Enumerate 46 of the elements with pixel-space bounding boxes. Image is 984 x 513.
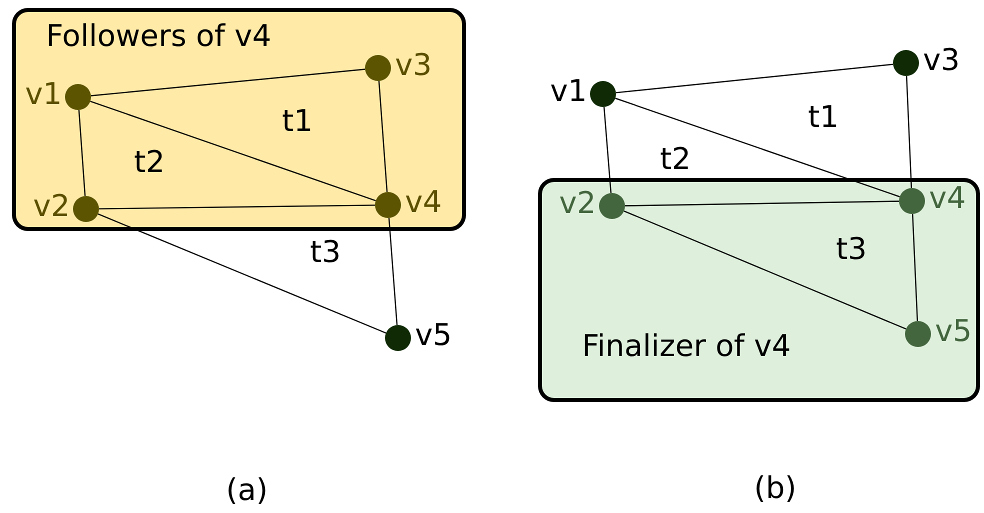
- graph-edge: [378, 80, 388, 192]
- vertex-dot: [599, 193, 625, 219]
- vertex-label: v3: [923, 44, 960, 78]
- region-box: [12, 8, 466, 231]
- region-box: [538, 178, 980, 402]
- graph-edge: [603, 106, 612, 194]
- graph-edge: [90, 100, 376, 202]
- region-title: Finalizer of v4: [582, 330, 791, 364]
- graph-edge: [616, 64, 894, 94]
- graph-edge: [99, 204, 375, 210]
- graph-edge: [78, 110, 86, 196]
- vertex-label: v5: [935, 315, 972, 349]
- vertex-label: v3: [395, 49, 432, 83]
- face-label: t2: [134, 146, 165, 180]
- graph-edge: [388, 218, 398, 326]
- face-label: t3: [310, 236, 341, 270]
- vertex-dot: [375, 192, 401, 218]
- vertex-dot: [73, 196, 99, 222]
- vertex-dot: [385, 325, 411, 351]
- graph-edge: [906, 76, 912, 188]
- graph-edge: [624, 210, 906, 330]
- vertex-dot: [365, 55, 391, 81]
- vertex-dot: [65, 84, 91, 110]
- vertex-label: v2: [33, 190, 70, 224]
- graph-edge: [624, 200, 900, 206]
- graph-edge: [615, 98, 900, 198]
- vertex-dot: [893, 50, 919, 76]
- graph-edge: [912, 214, 918, 322]
- vertex-label: v4: [929, 182, 966, 216]
- vertex-label: v1: [550, 75, 587, 109]
- vertex-label: v1: [25, 78, 62, 112]
- vertex-label: v4: [405, 186, 442, 220]
- face-label: t1: [282, 105, 313, 139]
- panel-label: (b): [754, 472, 796, 506]
- vertex-dot: [590, 81, 616, 107]
- graph-edge: [90, 68, 366, 96]
- region-title: Followers of v4: [46, 20, 272, 54]
- face-label: t3: [836, 233, 867, 267]
- vertex-dot: [899, 188, 925, 214]
- panel-label: (a): [226, 474, 268, 508]
- vertex-label: v2: [559, 187, 596, 221]
- graph-edge: [98, 213, 386, 334]
- vertex-dot: [905, 321, 931, 347]
- face-label: t2: [660, 143, 691, 177]
- vertex-label: v5: [415, 319, 452, 353]
- face-label: t1: [808, 101, 839, 135]
